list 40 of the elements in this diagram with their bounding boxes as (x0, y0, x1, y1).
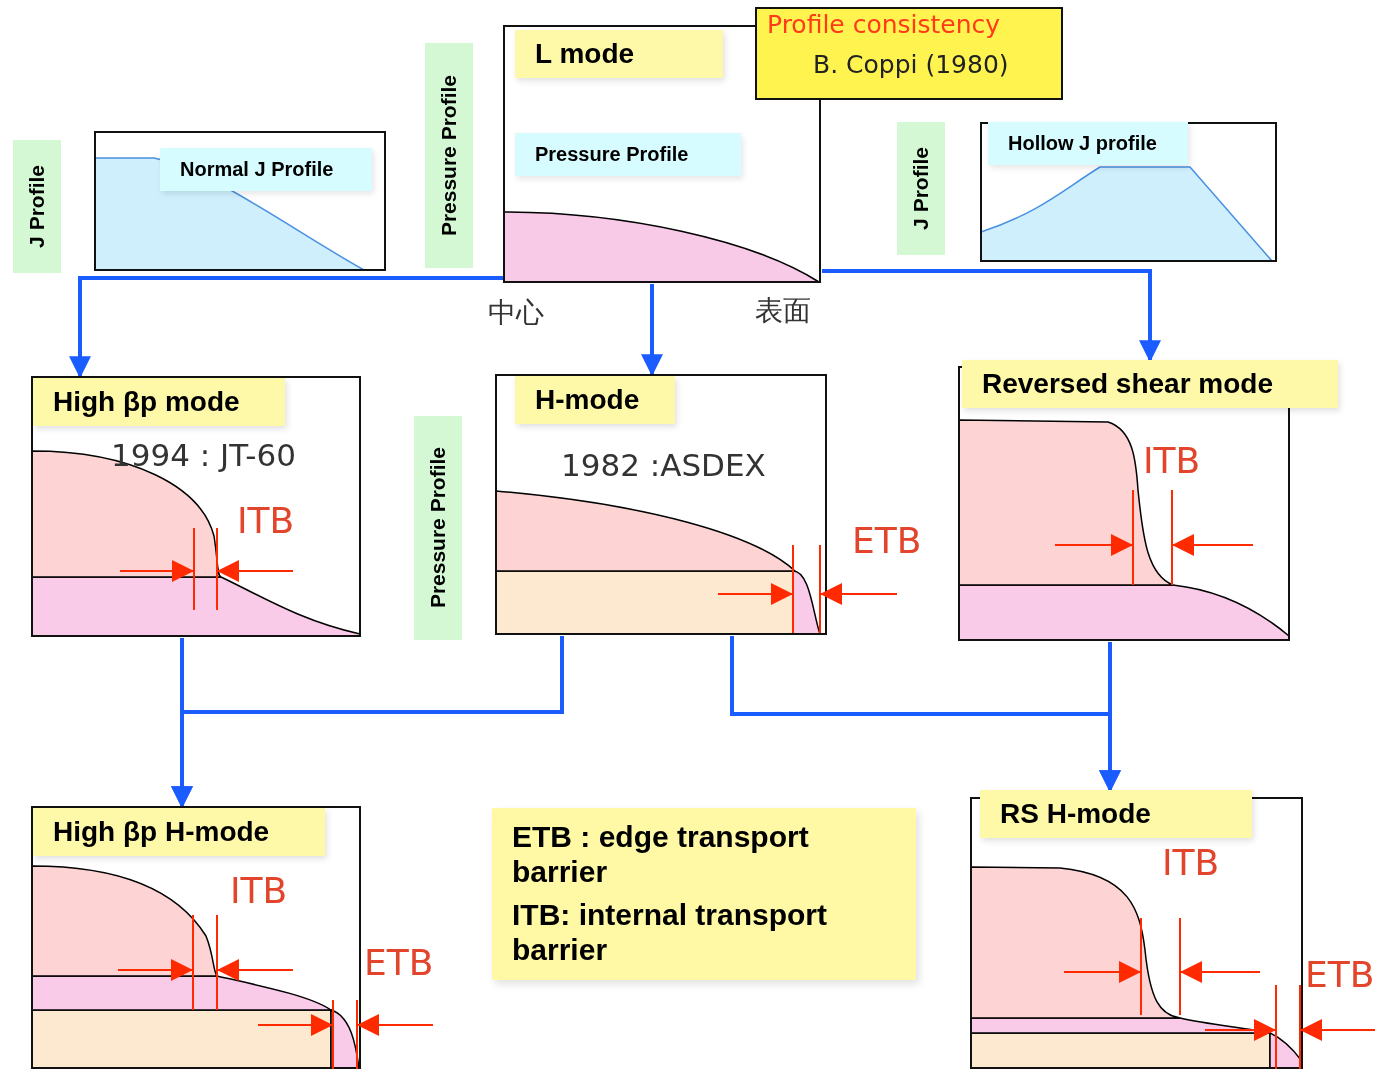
mode-title: Reversed shear mode (962, 360, 1338, 409)
profile-title: Normal J Profile (160, 148, 372, 191)
note-box (492, 808, 916, 980)
profile-plot-panel (94, 131, 386, 272)
profile-plot-panel (970, 790, 1304, 1069)
axis-tick-label: 表面 (755, 293, 811, 329)
axis-tick-label: 中心 (488, 295, 544, 331)
profile-plot-panel (495, 374, 828, 636)
reference-author: B. Coppi (1980) (813, 51, 1009, 80)
axis-title: J Profile (13, 140, 61, 273)
barrier-label: ETB (364, 942, 434, 983)
barrier-label: ETB (1305, 954, 1375, 995)
definition-text: ETB : edge transport barrier (512, 820, 810, 889)
arrow (641, 284, 663, 377)
axis-title: Pressure Profile (425, 43, 473, 268)
axis-title: Pressure Profile (414, 416, 462, 640)
mode-title: H-mode (515, 376, 675, 425)
profile-title: Pressure Profile (515, 133, 741, 176)
barrier-label: ITB (1162, 842, 1220, 884)
profile-plot-panel (958, 360, 1340, 642)
barrier-label: ETB (852, 520, 922, 561)
annotation-text: 1982 :ASDEX (561, 448, 766, 484)
mode-title: L mode (515, 30, 723, 79)
mode-title: High βp mode (33, 378, 285, 427)
annotation-text: 1994 : JT-60 (111, 438, 296, 474)
barrier-label: ITB (230, 870, 288, 912)
profile-plot-panel (31, 806, 362, 1069)
arrow (69, 276, 503, 379)
profile-plot-panel (31, 376, 362, 638)
arrow (822, 269, 1161, 363)
mode-title: High βp H-mode (33, 808, 325, 857)
mode-title: RS H-mode (980, 790, 1252, 839)
definition-text: ITB: internal transport barrier (512, 898, 828, 967)
axis-title: J Profile (897, 122, 945, 255)
profile-plot-panel (980, 122, 1278, 263)
note-box (755, 7, 1063, 100)
barrier-label: ITB (237, 500, 295, 542)
reference-title: Profile consistency (767, 11, 1001, 40)
profile-title: Hollow J profile (988, 122, 1188, 165)
barrier-label: ITB (1143, 440, 1201, 482)
